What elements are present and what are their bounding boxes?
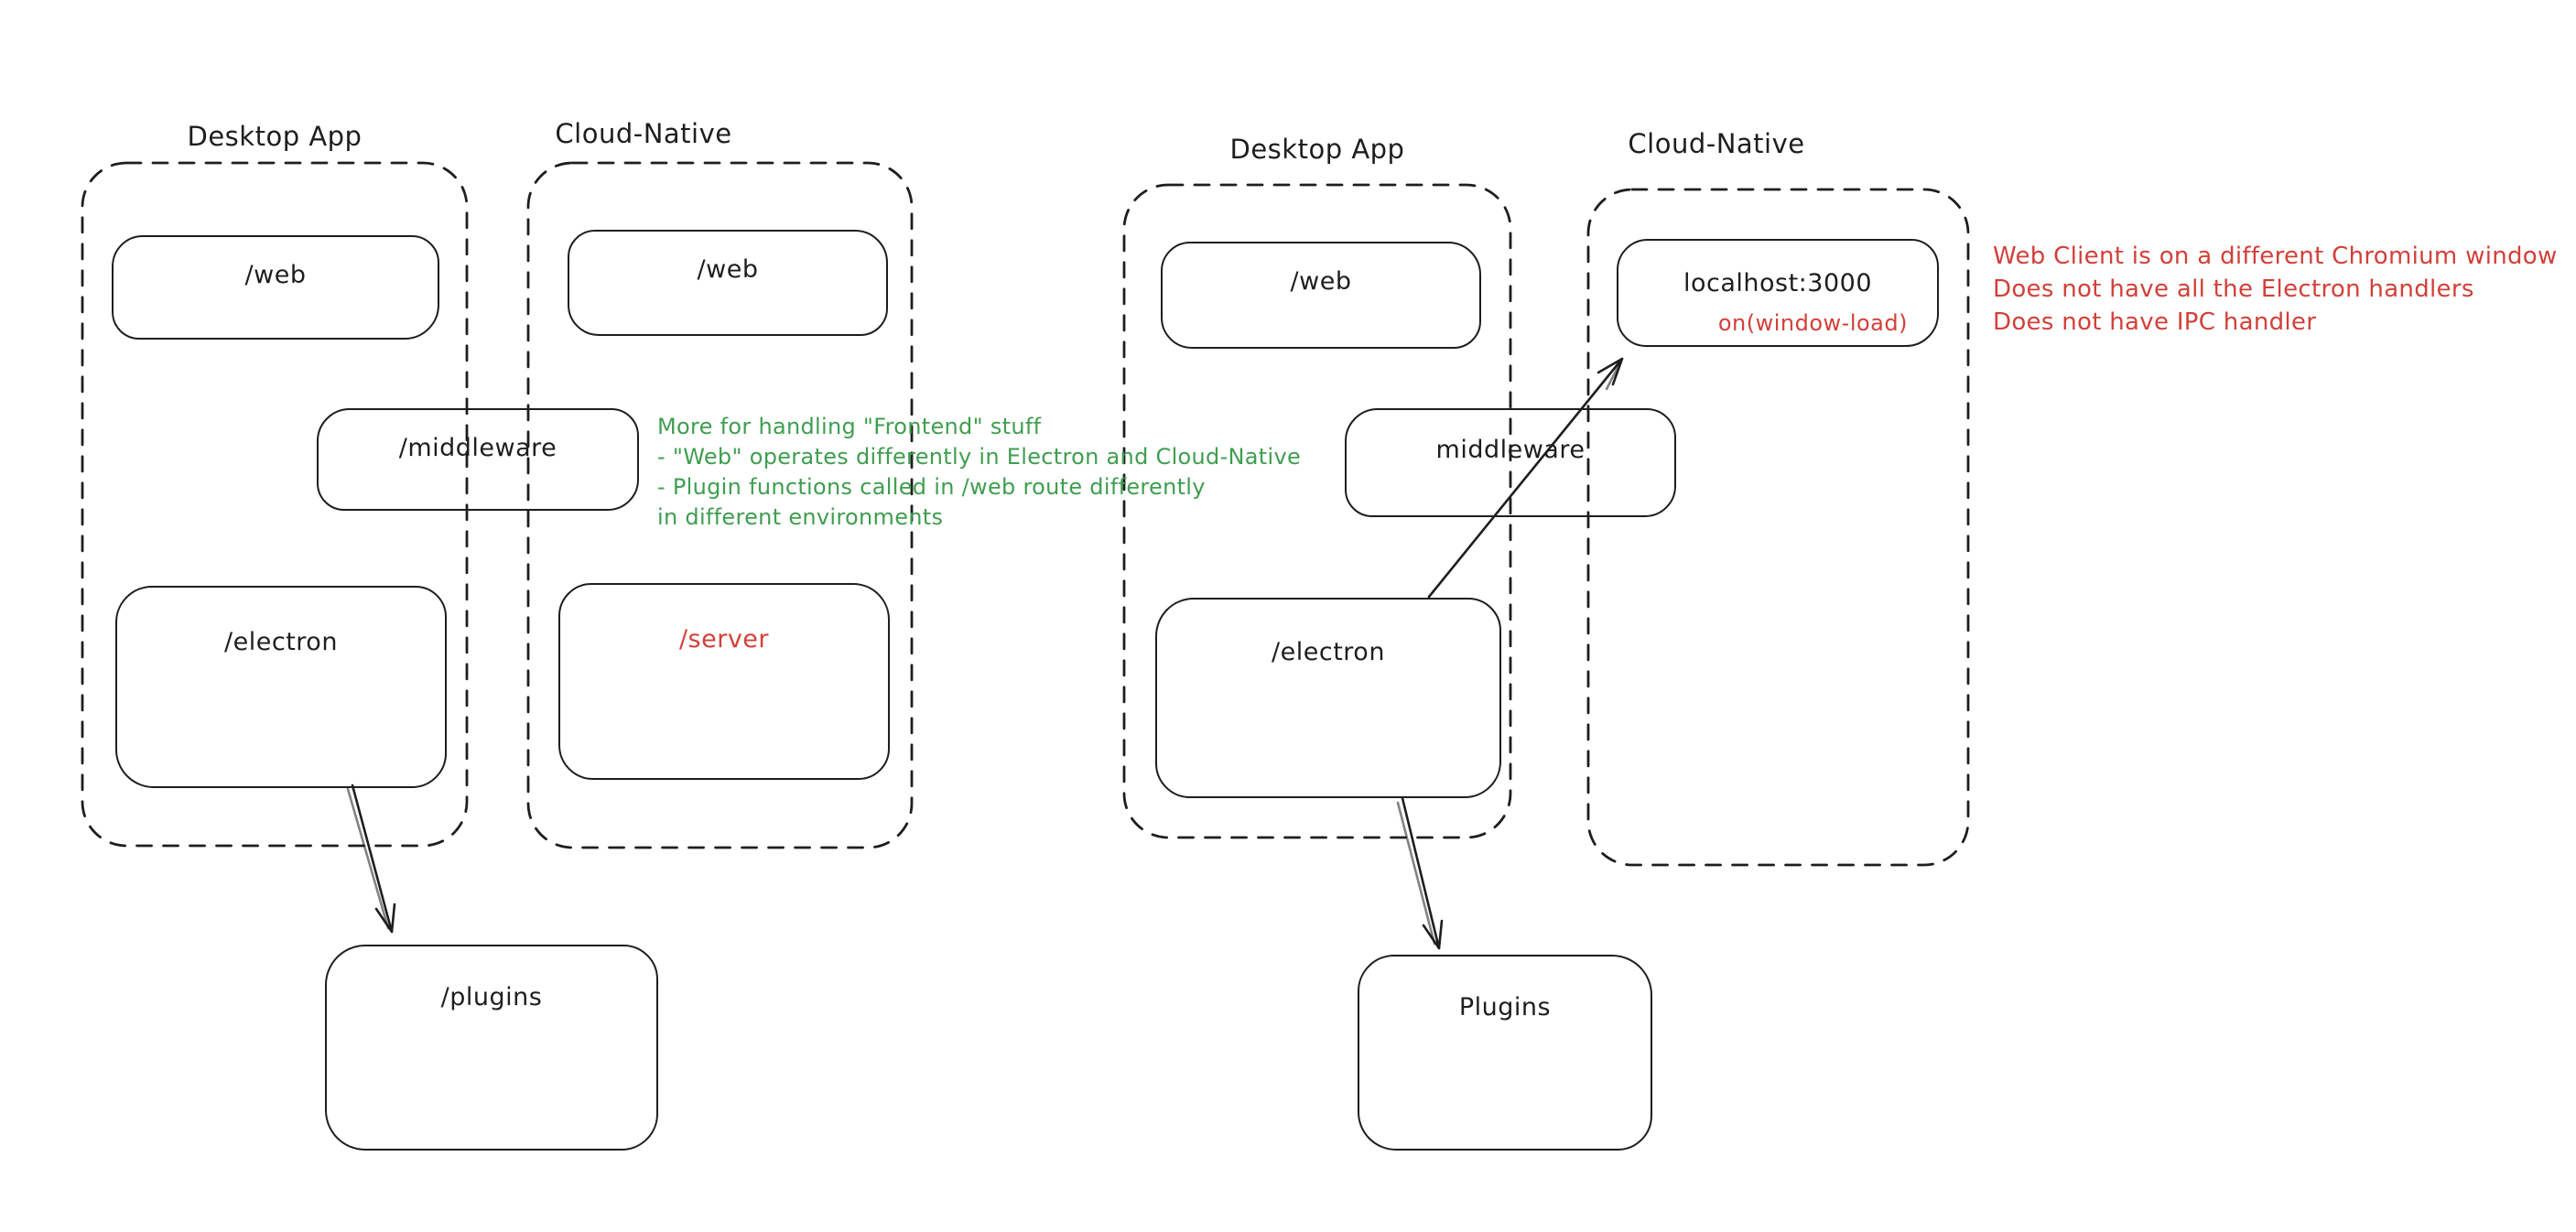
right-web-box[interactable]: /web: [1161, 242, 1481, 349]
green-note-line-4: in different environments: [657, 504, 944, 530]
left-server-box[interactable]: /server: [558, 583, 890, 780]
red-note-line-3: Does not have IPC handler: [1993, 308, 2317, 336]
left-web-cloud-box[interactable]: /web: [568, 230, 888, 336]
left-server-box-label: /server: [678, 625, 770, 654]
arrow-left-electron-to-plugins[interactable]: [346, 784, 396, 934]
right-electron-box[interactable]: /electron: [1155, 598, 1501, 798]
left-plugins-box[interactable]: /plugins: [325, 945, 658, 1151]
red-note: Web Client is on a different Chromium wi…: [1993, 240, 2558, 339]
right-window-load-label: on(window-load): [1717, 309, 1908, 336]
right-cloud-native-container[interactable]: [1586, 188, 1970, 867]
left-desktop-app-container[interactable]: [81, 161, 469, 848]
left-web-desktop-box-label: /web: [244, 261, 307, 289]
right-middleware-box[interactable]: middleware: [1345, 408, 1676, 517]
left-cloud-native-label: Cloud-Native: [555, 118, 732, 149]
left-plugins-box-label: /plugins: [440, 983, 543, 1011]
left-cloud-native-container[interactable]: [526, 161, 914, 849]
right-middleware-box-label: middleware: [1435, 436, 1586, 464]
right-localhost-box-label: localhost:3000: [1683, 268, 1872, 297]
left-electron-box-label: /electron: [224, 628, 338, 656]
right-localhost-box[interactable]: localhost:3000 on(window-load): [1617, 239, 1939, 347]
arrow-right-electron-to-localhost[interactable]: [1427, 357, 1624, 599]
red-note-line-1: Web Client is on a different Chromium wi…: [1993, 243, 2558, 270]
green-note-line-2: - "Web" operates differently in Electron…: [657, 444, 1302, 470]
right-plugins-box-label: Plugins: [1458, 993, 1552, 1021]
left-web-cloud-box-label: /web: [697, 255, 759, 284]
right-cloud-native-label: Cloud-Native: [1628, 128, 1805, 159]
green-note: More for handling "Frontend" stuff - "We…: [657, 412, 1301, 533]
arrow-right-electron-to-plugins[interactable]: [1396, 796, 1444, 950]
left-web-desktop-box[interactable]: /web: [112, 235, 439, 340]
right-electron-box-label: /electron: [1272, 638, 1385, 666]
red-note-line-2: Does not have all the Electron handlers: [1993, 276, 2474, 303]
left-desktop-app-label: Desktop App: [187, 121, 363, 152]
right-plugins-box[interactable]: Plugins: [1358, 955, 1652, 1151]
left-middleware-box[interactable]: /middleware: [317, 408, 639, 511]
left-electron-box[interactable]: /electron: [115, 586, 447, 788]
right-desktop-app-label: Desktop App: [1229, 134, 1405, 165]
left-middleware-box-label: /middleware: [398, 434, 557, 462]
right-desktop-app-container[interactable]: [1122, 183, 1512, 839]
green-note-line-3: - Plugin functions called in /web route …: [657, 474, 1206, 500]
right-web-box-label: /web: [1290, 267, 1352, 296]
green-note-line-1: More for handling "Frontend" stuff: [657, 414, 1042, 439]
